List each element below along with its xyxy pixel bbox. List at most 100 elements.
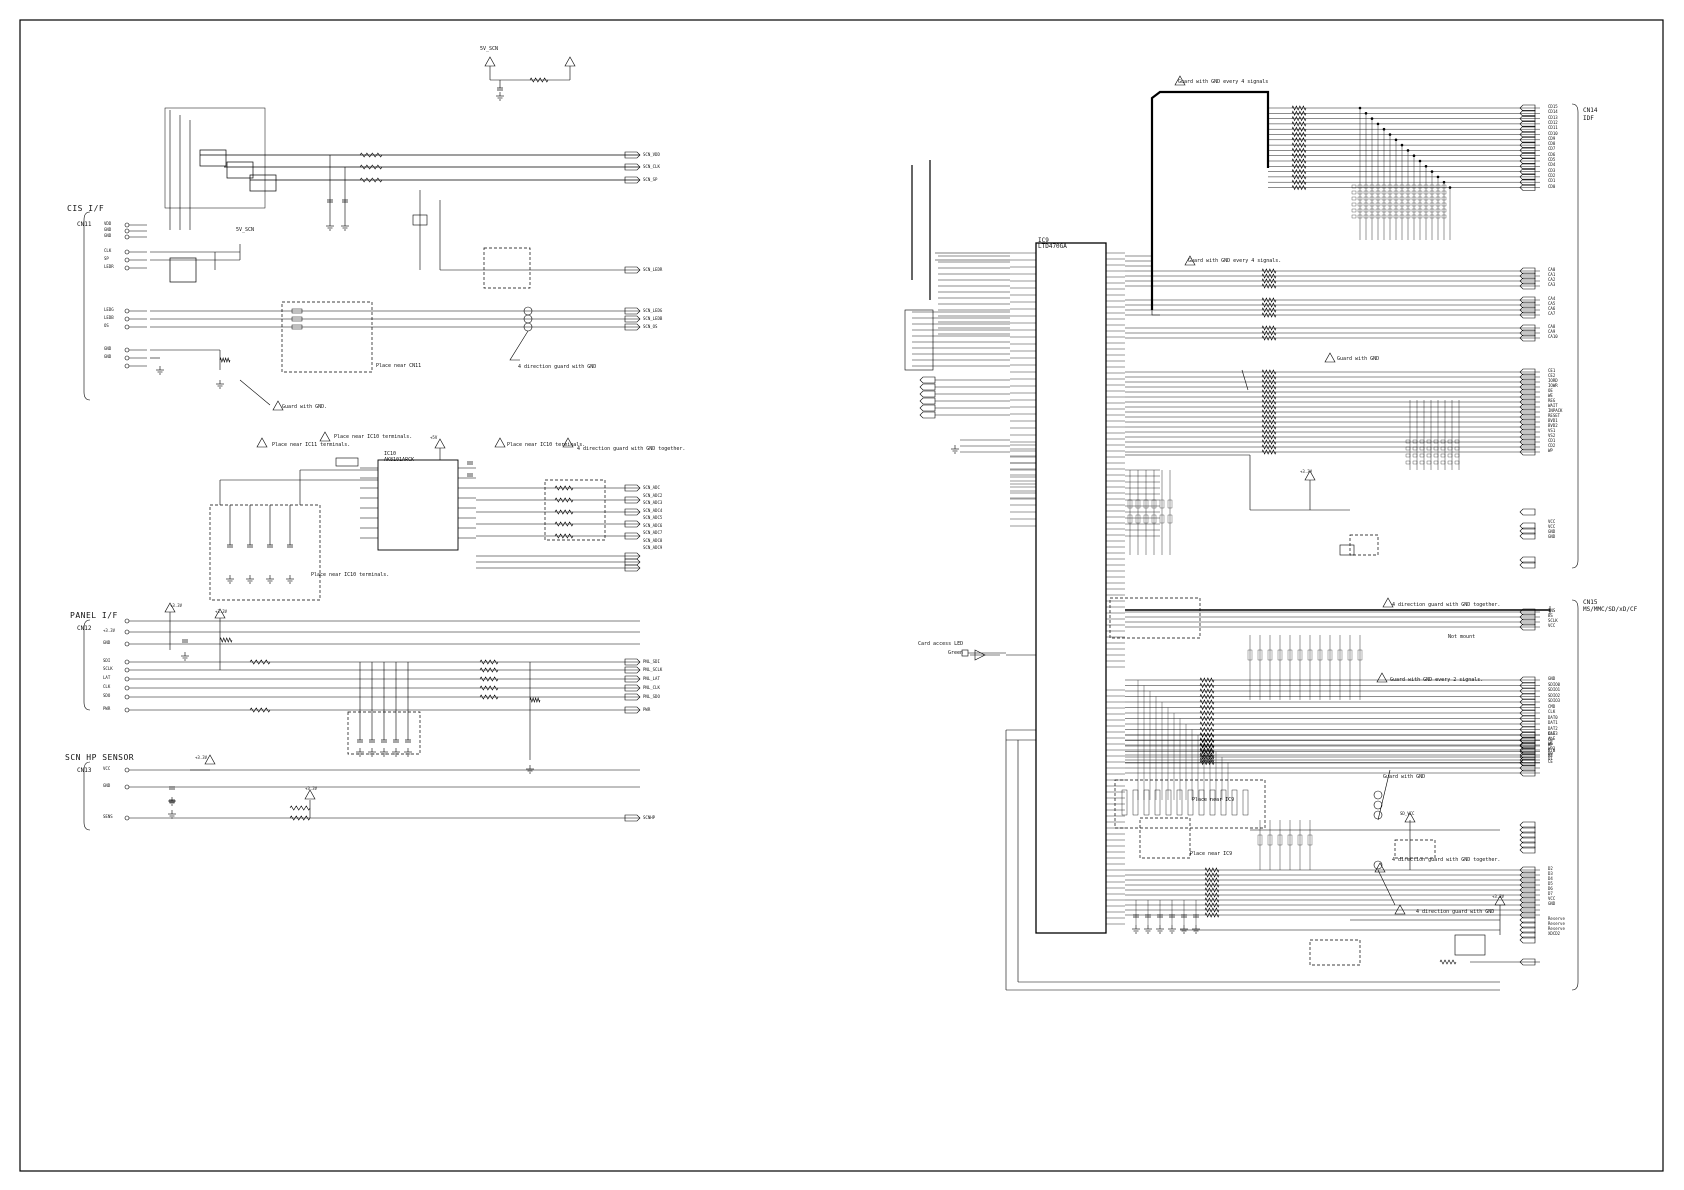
resistor-array	[1417, 190, 1423, 195]
cn14-pin-label: CD1	[1548, 178, 1556, 184]
cn14-addr-label: CA3	[1548, 282, 1556, 287]
capacitor-box	[1454, 934, 1486, 956]
cn14-addr-label: CA1	[1548, 272, 1556, 277]
net-flag	[624, 266, 641, 274]
resistor-array	[1426, 446, 1432, 451]
cn15-pin-label: D3	[1548, 871, 1553, 876]
connector-pin	[124, 234, 130, 240]
resistor-array	[1127, 514, 1133, 524]
section-bracket	[83, 619, 91, 711]
resistor-symbol	[1261, 444, 1277, 450]
cn14-ctrl-label: CE2	[1548, 373, 1556, 378]
filled-transistor	[291, 324, 303, 330]
resistor-array	[1429, 208, 1435, 213]
resistor-symbol	[1204, 902, 1220, 908]
note-not-mount: Not mount	[1448, 634, 1476, 640]
resistor-array	[1357, 184, 1363, 189]
net-flag	[624, 484, 641, 492]
connector-pin	[124, 784, 130, 790]
guard-ring	[1373, 800, 1383, 810]
top-caption: 5V_SCN	[480, 46, 499, 52]
resistor-array	[1369, 190, 1375, 195]
net-flag	[624, 706, 641, 714]
cis-pin-label: OS	[104, 323, 109, 328]
net-flag	[624, 558, 641, 566]
resistor-symbol	[1199, 726, 1215, 733]
cn14-ctrl-label: REG	[1548, 398, 1556, 403]
connector-pin	[124, 767, 130, 773]
cn15-pin-label: D2	[1548, 866, 1553, 871]
connector-pin	[124, 249, 130, 255]
resistor-symbol	[479, 694, 499, 700]
resistor-symbol	[359, 152, 383, 158]
resistor-symbol	[1199, 732, 1215, 738]
panel-pin-label: PWR	[103, 706, 111, 711]
cn15-pin-label: CLK	[1548, 709, 1556, 714]
resistor-array	[1351, 214, 1357, 219]
cn15-pin-label: DAT0	[1548, 714, 1558, 720]
connector-pin	[124, 228, 130, 234]
place-near-box	[1139, 817, 1191, 859]
net-flag-label: SCN_OS	[643, 324, 658, 329]
guard-leader	[1377, 869, 1396, 906]
note-place-ic9: Place near IC9	[1192, 797, 1235, 803]
cn14-pin-label: CD13	[1548, 114, 1558, 120]
cn14-ctrl-label: IOWR	[1548, 383, 1558, 388]
resistor-symbol	[1291, 126, 1307, 132]
panel-pin-label: GND	[103, 640, 111, 645]
resistor-array	[1393, 190, 1399, 195]
cn15-pin-label: D7	[1548, 891, 1553, 896]
junction	[1388, 133, 1392, 136]
resistor-pack	[335, 457, 359, 467]
panel-pin-label: +3.3V	[103, 628, 116, 633]
cis-pin-label: GND	[104, 354, 112, 359]
cis-pin-label: GND	[104, 233, 112, 238]
resistor-array	[1399, 190, 1405, 195]
cn14-addr-label: CA4	[1548, 296, 1556, 301]
resistor-array	[1399, 202, 1405, 207]
resistor-array	[1159, 514, 1165, 524]
cn13-ref: CN13	[77, 767, 92, 774]
connector-pin	[124, 694, 130, 700]
resistor-array	[1209, 789, 1216, 816]
resistor-symbol	[479, 685, 499, 691]
net-flag	[624, 693, 641, 701]
connector-pin	[124, 659, 130, 665]
resistor-array	[1411, 196, 1417, 201]
warning-triangle-icon	[1324, 352, 1336, 363]
resistor-symbol	[1204, 912, 1220, 918]
net-flag	[624, 315, 641, 323]
resistor-array	[1441, 196, 1447, 201]
resistor-array	[1231, 789, 1238, 816]
section-bracket	[83, 761, 91, 831]
resistor-symbol	[1199, 752, 1215, 758]
section-bracket	[83, 211, 91, 401]
resistor-symbol	[1204, 907, 1220, 913]
resistor-symbol	[1261, 409, 1277, 415]
resistor-array	[1454, 460, 1460, 465]
supply-label: +3.3V	[215, 609, 228, 614]
net-flag	[624, 151, 641, 159]
junction	[1442, 180, 1446, 184]
cn14-ctrl-label: BVD1	[1548, 418, 1558, 423]
resistor-array	[1423, 184, 1429, 189]
net-flag-label: SCN_ADC2	[643, 492, 663, 498]
resistor-array	[1381, 196, 1387, 201]
resistor-symbol	[1199, 677, 1215, 683]
resistor-symbol	[1261, 268, 1277, 274]
resistor-symbol	[529, 696, 541, 704]
net-flag-label: SCN_ADC3	[643, 500, 663, 505]
junction	[1364, 112, 1368, 115]
guard-leader	[509, 330, 529, 361]
warning-triangle-icon	[1174, 75, 1186, 86]
cn12-ref: CN12	[77, 625, 92, 632]
resistor-array	[1454, 453, 1460, 458]
resistor-array	[1393, 196, 1399, 201]
resistor-symbol	[479, 659, 499, 665]
resistor-array	[1135, 514, 1141, 524]
cn15-pin-label: CLE	[1548, 731, 1556, 736]
resistor-symbol	[479, 667, 499, 673]
resistor-array	[1423, 202, 1429, 207]
junction	[1418, 159, 1422, 163]
guard-leader	[239, 379, 271, 406]
